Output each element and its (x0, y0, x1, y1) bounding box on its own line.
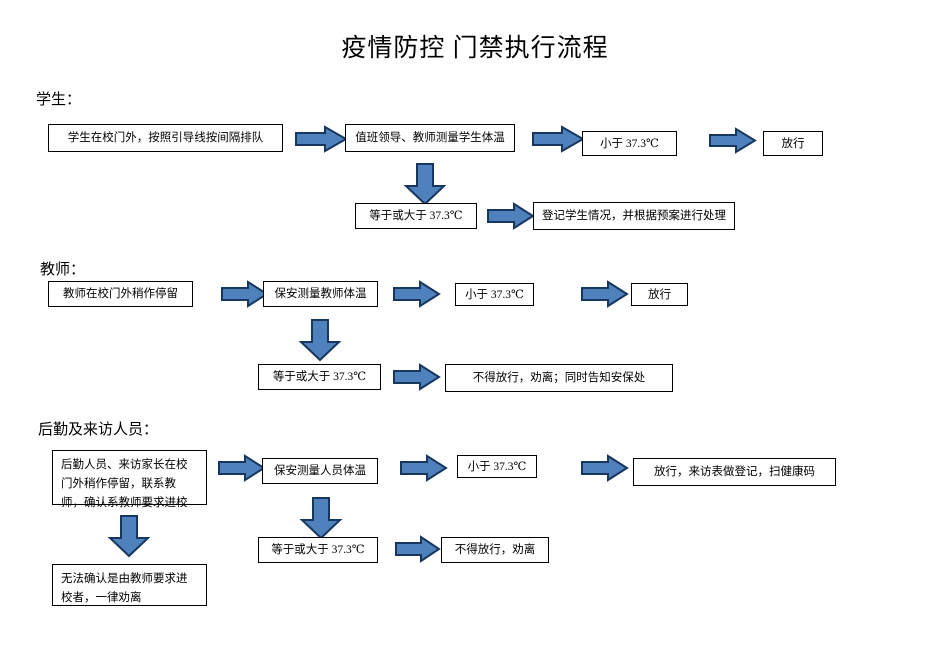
teacher-start-node: 教师在校门外稍作停留 (48, 281, 193, 307)
arrow-right-icon (487, 202, 535, 230)
arrow-right-icon (581, 280, 629, 308)
teacher-pass-node: 放行 (631, 283, 688, 306)
student-handle-node: 登记学生情况，并根据预案进行处理 (533, 202, 735, 230)
student-low-temp-node: 小于 37.3℃ (582, 131, 677, 156)
visitor-handle-node: 不得放行，劝离 (441, 537, 549, 563)
arrow-down-icon (403, 163, 447, 206)
visitor-start-node: 后勤人员、来访家长在校门外稍作停留，联系教师，确认系教师要求进校 (52, 450, 207, 509)
arrow-down-icon (299, 497, 343, 540)
arrow-right-icon (709, 127, 757, 154)
visitor-low-temp-node: 小于 37.3℃ (457, 455, 537, 478)
visitor-unconfirmed-node: 无法确认是由教师要求进校者，一律劝离 (52, 564, 207, 606)
arrow-right-icon (395, 535, 441, 563)
student-high-temp-node: 等于或大于 37.3℃ (355, 203, 477, 229)
page-title: 疫情防控 门禁执行流程 (341, 35, 609, 62)
visitor-measure-node: 保安测量人员体温 (262, 458, 378, 484)
arrow-right-icon (221, 280, 269, 308)
student-start-node: 学生在校门外，按照引导线按间隔排队 (48, 124, 283, 152)
teacher-high-temp-node: 等于或大于 37.3℃ (258, 364, 381, 390)
visitor-high-temp-node: 等于或大于 37.3℃ (258, 537, 378, 563)
arrow-down-icon (298, 319, 342, 362)
section-label-students: 学生： (36, 92, 82, 108)
arrow-right-icon (393, 280, 441, 308)
teacher-handle-node: 不得放行，劝离；同时告知安保处 (445, 364, 673, 392)
section-label-teachers: 教师： (40, 262, 86, 278)
arrow-right-icon (581, 454, 629, 482)
arrow-right-icon (295, 125, 349, 153)
arrow-right-icon (400, 454, 448, 482)
arrow-down-icon (107, 515, 151, 558)
visitor-pass-node: 放行，来访表做登记，扫健康码 (633, 458, 836, 486)
arrow-right-icon (393, 363, 441, 391)
teacher-measure-node: 保安测量教师体温 (263, 281, 378, 307)
teacher-low-temp-node: 小于 37.3℃ (455, 283, 534, 306)
section-label-staff-visitors: 后勤及来访人员： (38, 422, 159, 438)
student-measure-node: 值班领导、教师测量学生体温 (345, 124, 515, 152)
arrow-right-icon (532, 125, 586, 153)
arrow-right-icon (218, 454, 266, 482)
student-pass-node: 放行 (763, 131, 823, 156)
